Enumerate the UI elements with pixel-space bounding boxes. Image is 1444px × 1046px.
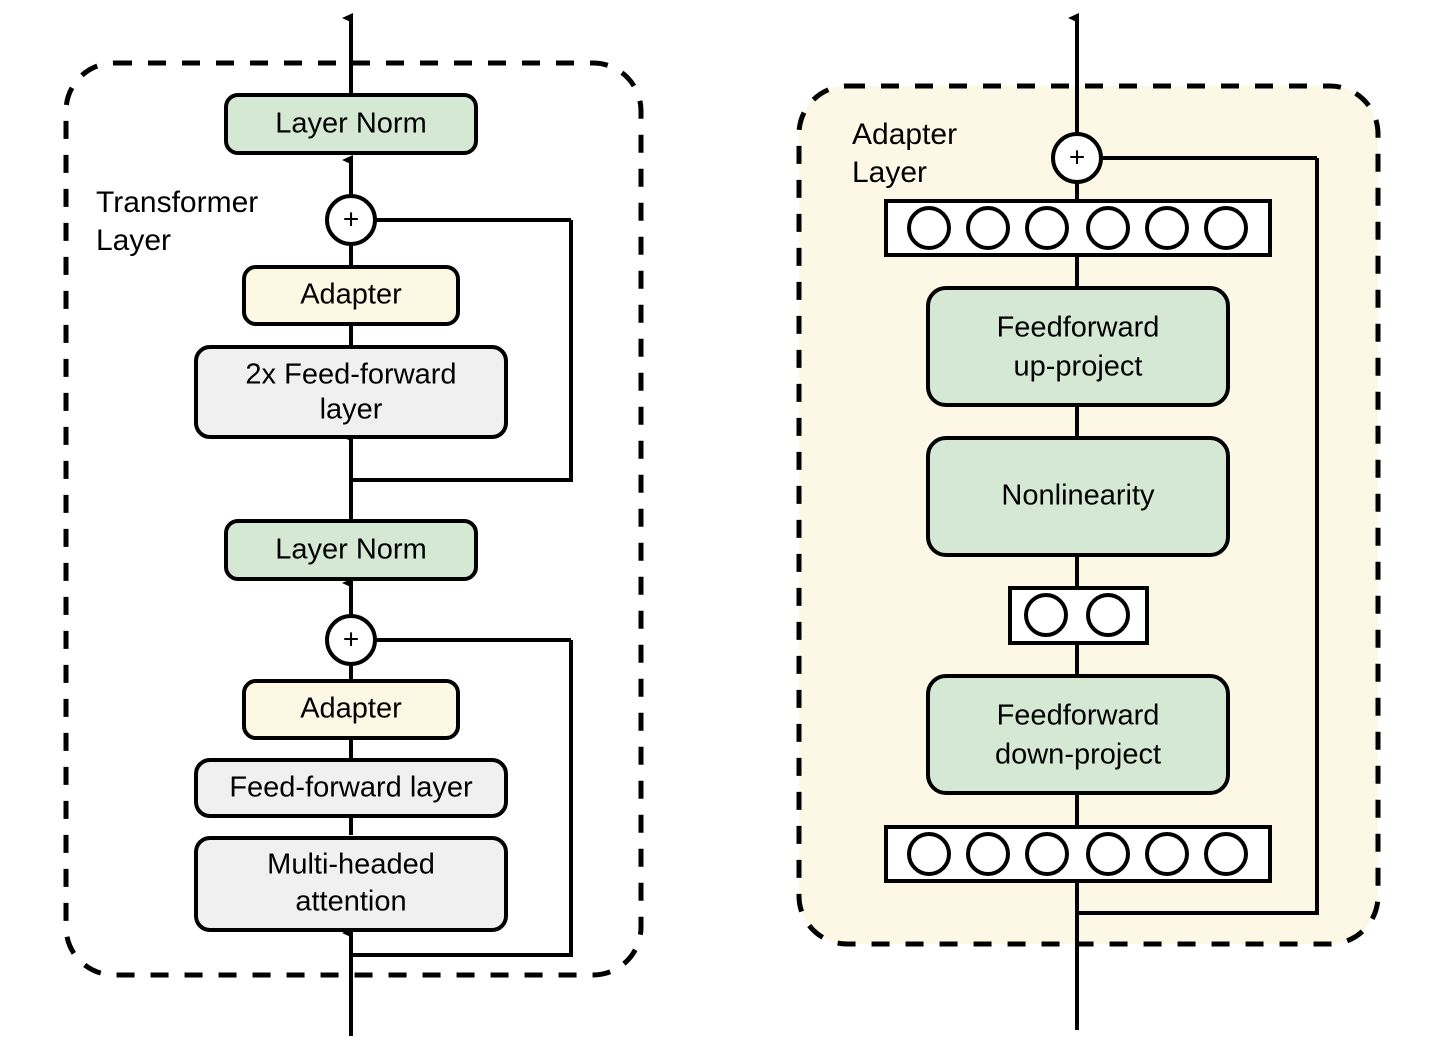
adder-top: +: [325, 194, 377, 246]
transformer-layer-label-line2: Layer: [96, 224, 171, 257]
unit-circle: [1204, 832, 1248, 876]
feedforward-down-project-label-line1: Feedforward: [997, 700, 1160, 732]
adapter-residual-path: [1077, 158, 1319, 915]
adapter-layer-panel: Adapter Layer +: [796, 13, 1381, 1030]
multi-headed-attention-label-line2: attention: [295, 886, 406, 918]
unit-circle: [1025, 206, 1069, 250]
unit-circle: [1145, 206, 1189, 250]
adapter-layer-label-line1: Adapter: [852, 118, 957, 151]
multi-headed-attention-label-line1: Multi-headed: [267, 849, 435, 881]
block-nonlinearity: Nonlinearity: [926, 436, 1230, 557]
feed-forward-layer-label: Feed-forward layer: [229, 772, 473, 804]
transformer-connectors: [342, 13, 573, 1036]
feedforward-up-project-shape: [926, 286, 1230, 407]
adder-bottom-symbol: +: [343, 623, 359, 654]
units-input-row: [884, 825, 1272, 883]
block-adapter-top: Adapter: [242, 265, 460, 326]
adder-bottom: +: [325, 614, 377, 666]
nonlinearity-label: Nonlinearity: [1001, 480, 1155, 512]
unit-circle: [1086, 832, 1130, 876]
adapter-bottom-shape: [242, 679, 460, 740]
units-bottleneck-row: [1008, 586, 1149, 645]
multi-headed-attention-shape: [194, 836, 508, 932]
unit-circle: [1086, 206, 1130, 250]
adder-bottom-circle: [325, 614, 377, 666]
block-feedforward-down-project: Feedforward down-project: [926, 674, 1230, 795]
residual-path-bottom: [351, 640, 573, 957]
layer-norm-top-label: Layer Norm: [275, 108, 427, 140]
block-feed-forward-2x: 2x Feed-forward layer: [194, 345, 508, 439]
unit-circle: [966, 206, 1010, 250]
feed-forward-2x-label-line1: 2x Feed-forward: [245, 359, 456, 391]
unit-circle: [966, 832, 1010, 876]
block-layer-norm-mid: Layer Norm: [224, 519, 478, 581]
nonlinearity-shape: [926, 436, 1230, 557]
feed-forward-2x-label-line2: layer: [320, 394, 383, 426]
block-feed-forward-layer: Feed-forward layer: [194, 758, 508, 818]
adder-adapter-circle: [1051, 132, 1103, 184]
units-output-row: [884, 199, 1272, 257]
block-layer-norm-top: Layer Norm: [224, 93, 478, 155]
unit-circle: [1024, 593, 1068, 637]
feedforward-up-project-label-line1: Feedforward: [997, 312, 1160, 344]
adder-top-symbol: +: [343, 203, 359, 234]
unit-circle: [907, 206, 951, 250]
adder-adapter: +: [1051, 132, 1103, 184]
unit-circle: [1204, 206, 1248, 250]
feed-forward-layer-shape: [194, 758, 508, 818]
block-adapter-bottom: Adapter: [242, 679, 460, 740]
transformer-layer-dashed-border: [63, 60, 644, 978]
adapter-layer-label-line2: Layer: [852, 156, 927, 189]
adder-adapter-symbol: +: [1069, 141, 1085, 172]
feedforward-up-project-label-line2: up-project: [1014, 351, 1143, 383]
layer-norm-mid-shape: [224, 519, 478, 581]
adapter-top-shape: [242, 265, 460, 326]
unit-circle: [1086, 593, 1130, 637]
unit-circle: [1025, 832, 1069, 876]
feedforward-down-project-label-line2: down-project: [995, 739, 1161, 771]
adder-top-circle: [325, 194, 377, 246]
unit-circle: [907, 832, 951, 876]
adapter-bottom-label: Adapter: [300, 693, 402, 725]
layer-norm-mid-label: Layer Norm: [275, 534, 427, 566]
transformer-layer-panel: Transformer Layer: [63, 13, 644, 1036]
residual-path-top: [351, 220, 573, 482]
unit-circle: [1145, 832, 1189, 876]
adapter-top-label: Adapter: [300, 279, 402, 311]
block-multi-headed-attention: Multi-headed attention: [194, 836, 508, 932]
block-feedforward-up-project: Feedforward up-project: [926, 286, 1230, 407]
layer-norm-top-shape: [224, 93, 478, 155]
feedforward-down-project-shape: [926, 674, 1230, 795]
feed-forward-2x-shape: [194, 345, 508, 439]
transformer-layer-label-line1: Transformer: [96, 186, 258, 219]
